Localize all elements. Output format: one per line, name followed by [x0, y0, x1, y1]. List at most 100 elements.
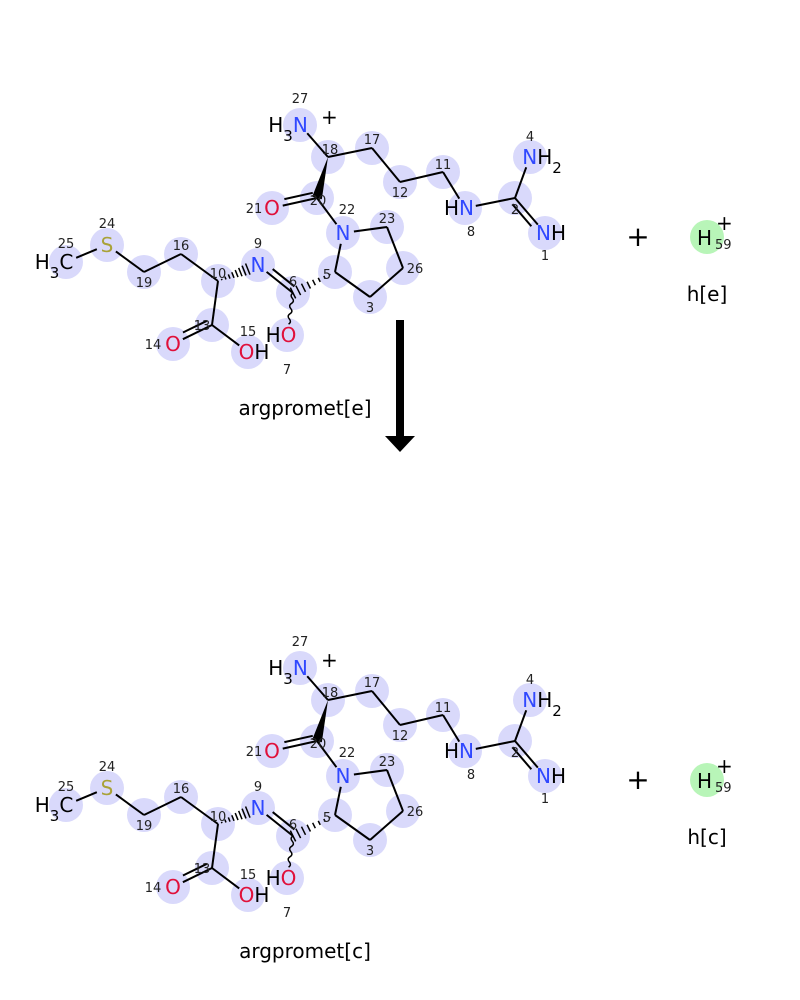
- atom-number: 14: [145, 881, 162, 896]
- atom-label: N: [336, 764, 351, 788]
- atom-label: NH2: [522, 145, 562, 177]
- bond-hash: [311, 279, 317, 286]
- bond-hash: [317, 820, 321, 826]
- bond-double: [182, 863, 208, 877]
- atom-number: 10: [210, 267, 227, 282]
- atom-label: H3C: [35, 793, 74, 825]
- atom-number: 14: [145, 338, 162, 353]
- molecule-product: H3N+2718171211HN82NH24NH120O21N222326356…: [35, 635, 566, 921]
- arrow-shaft: [396, 320, 404, 438]
- bond: [182, 324, 213, 341]
- atom-number: 13: [194, 319, 211, 334]
- bond: [75, 791, 98, 802]
- atom-label: OH: [239, 883, 270, 907]
- bond: [334, 814, 371, 841]
- atom-number: 12: [392, 729, 409, 744]
- bond-hash: [234, 812, 239, 821]
- atom-number: 1: [541, 792, 549, 807]
- atom-label: HO: [266, 323, 297, 347]
- atom-label: NH: [536, 221, 566, 245]
- proton-highlight: [690, 220, 724, 254]
- atom-number: 27: [292, 92, 309, 107]
- bond: [306, 675, 329, 701]
- bond-hash: [224, 819, 227, 823]
- atom-number: 5: [323, 811, 331, 826]
- plus-sign: +: [626, 220, 649, 253]
- bond: [211, 867, 240, 890]
- bond: [371, 147, 401, 183]
- atom-number: 5: [323, 268, 331, 283]
- proton-number: 59: [715, 781, 732, 796]
- atom-number: 12: [392, 186, 409, 201]
- bond-hash: [300, 283, 307, 293]
- atom-label: H3N: [268, 113, 308, 145]
- atom-highlight: [513, 140, 547, 174]
- bond-hash: [311, 822, 317, 829]
- atom-highlight: [255, 734, 289, 768]
- atom-label: S: [101, 233, 114, 257]
- atom-label: O: [264, 196, 280, 220]
- atom-highlight: [156, 870, 190, 904]
- atom-number: 3: [366, 301, 374, 316]
- bond: [386, 769, 404, 812]
- proton-name-product: h[c]: [687, 825, 726, 849]
- bond: [115, 250, 145, 273]
- bond: [327, 690, 373, 701]
- atom-highlight: [513, 683, 547, 717]
- atom-number: 9: [254, 780, 262, 795]
- reactant-name: argpromet[e]: [238, 396, 371, 420]
- bond-hash: [220, 821, 223, 824]
- atom-number: 16: [173, 239, 190, 254]
- molecule-reactant: H3N+2718171211HN82NH24NH120O21N222326356…: [35, 92, 566, 378]
- bond-hash: [323, 818, 326, 822]
- bond-hash: [306, 824, 312, 832]
- bond: [316, 197, 338, 225]
- atom-highlight: [326, 216, 360, 250]
- atom-number: 18: [322, 686, 339, 701]
- atom-label: NH2: [522, 688, 562, 720]
- atom-number: 6: [289, 818, 297, 833]
- atom-label: HO: [266, 866, 297, 890]
- bond-hash: [295, 285, 302, 296]
- atom-number: 4: [526, 130, 534, 145]
- bond-hash: [244, 263, 251, 275]
- bond: [143, 253, 182, 273]
- atom-number: 6: [289, 275, 297, 290]
- atom-number: 3: [366, 844, 374, 859]
- bond-double: [182, 320, 208, 334]
- atom-highlight: [49, 245, 83, 279]
- bond: [399, 171, 444, 183]
- atom-highlight: [326, 759, 360, 793]
- atom-number: 16: [173, 782, 190, 797]
- atom-highlight: [49, 788, 83, 822]
- bond-hash: [306, 281, 312, 289]
- atom-number: 19: [136, 276, 153, 291]
- proton-name-reactant: h[e]: [687, 282, 728, 306]
- atom-number: 23: [379, 212, 396, 227]
- bond: [265, 814, 294, 837]
- atom-label: H3C: [35, 250, 74, 282]
- bond-hash: [227, 274, 231, 279]
- bond: [143, 796, 182, 816]
- atom-label: HN: [444, 196, 474, 220]
- atom-number: 21: [246, 202, 263, 217]
- proton-charge: +: [716, 211, 733, 235]
- atom-number: 27: [292, 635, 309, 650]
- atom-label: S: [101, 776, 114, 800]
- atom-label: HN: [444, 739, 474, 763]
- bond-hash: [244, 806, 251, 818]
- bond: [514, 740, 539, 769]
- atom-number: 15: [240, 325, 257, 340]
- atom-label: N: [336, 221, 351, 245]
- bond: [182, 867, 213, 884]
- atom-number: 18: [322, 143, 339, 158]
- charge: +: [321, 648, 338, 672]
- bond: [399, 714, 444, 726]
- atom-number: 2: [511, 746, 519, 761]
- atom-number: 8: [467, 225, 475, 240]
- bond-hash: [234, 269, 239, 278]
- atom-highlight: [270, 318, 304, 352]
- bond-hash: [328, 816, 331, 819]
- bond: [327, 147, 373, 158]
